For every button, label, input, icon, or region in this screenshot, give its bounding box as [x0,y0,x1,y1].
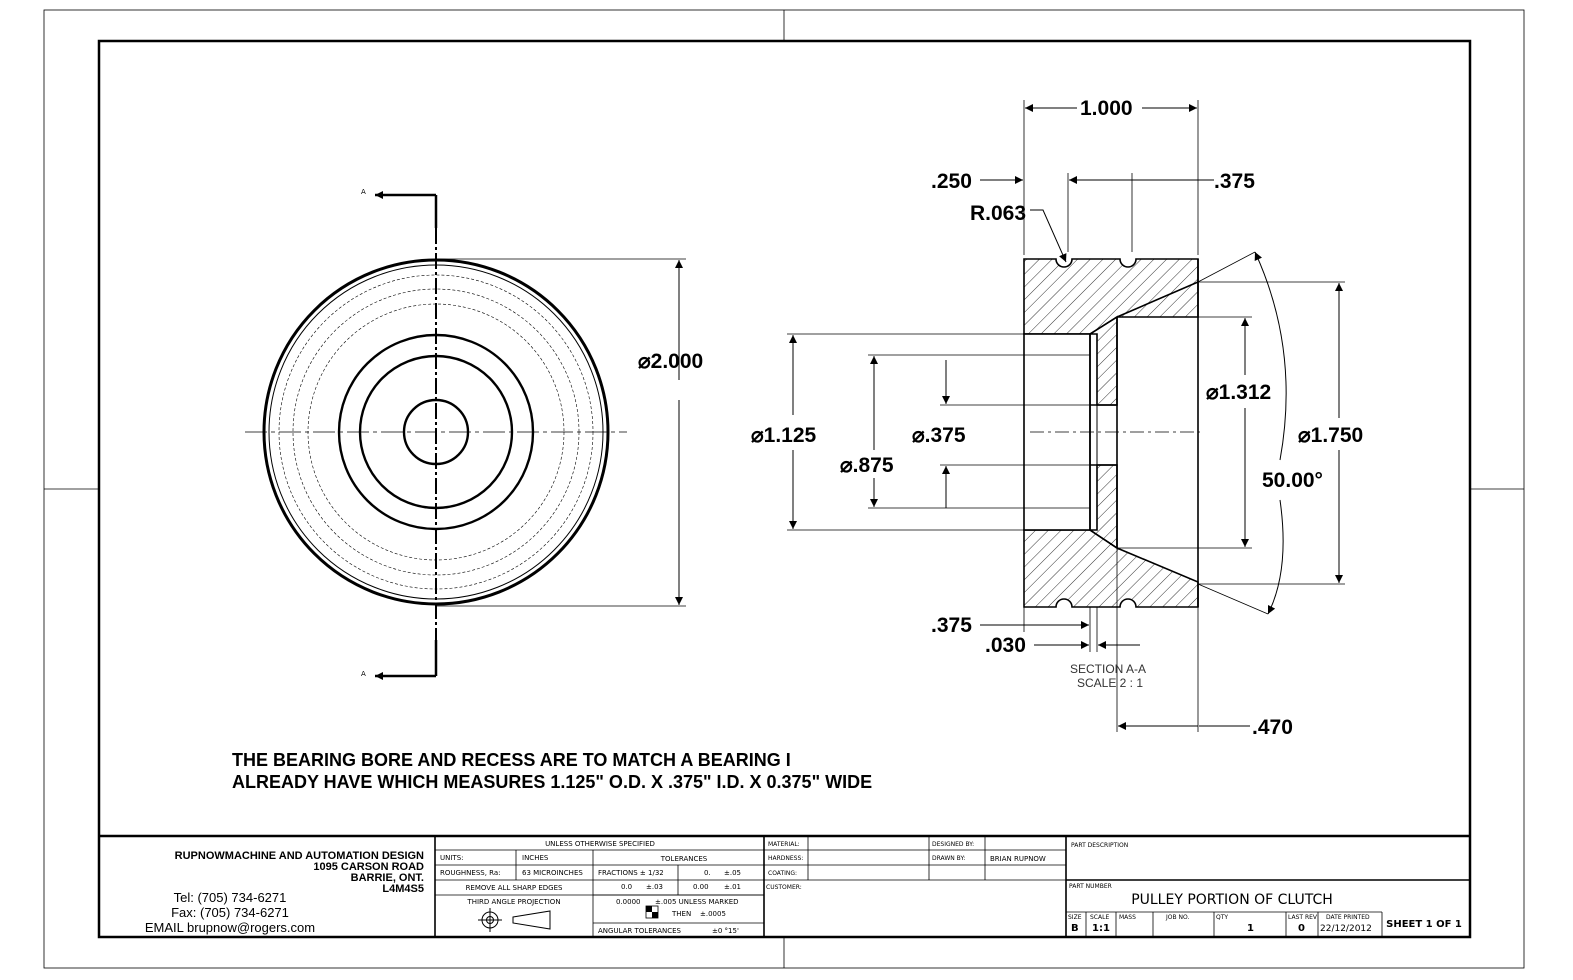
qty-value: 1 [1247,923,1254,934]
dim-diameter-1750: ⌀1.750 [1298,424,1363,447]
dim-375-bottom: .375 [931,614,972,637]
sheet-label: SHEET 1 OF 1 [1386,919,1462,930]
tol-then-val: ±.0005 [700,910,726,918]
dim-250: .250 [931,170,972,193]
company-fax: Fax: (705) 734-6271 [171,905,289,920]
size-value: B [1071,923,1079,934]
title-block [99,834,1470,937]
tol-00-val: ±.03 [646,883,663,891]
part-number-value: PULLEY PORTION OF CLUTCH [1131,892,1333,908]
company-name: RUPNOWMACHINE AND AUTOMATION DESIGN [175,850,424,862]
spec-heading: UNLESS OTHERWISE SPECIFIED [545,840,655,848]
dim-470: .470 [1252,716,1293,739]
date-value: 22/12/2012 [1320,924,1372,934]
part-block: PART DESCRIPTION PART NUMBER PULLEY PORT… [1068,842,1462,934]
drawn-label: DRAWN BY: [932,855,965,862]
tolerances-heading: TOLERANCES [660,855,708,863]
dim-diameter-875: ⌀.875 [840,454,894,477]
tol-000-val: ±.01 [724,883,741,891]
tol-then: THEN [671,910,691,918]
drawn-value: BRIAN RUPNOW [990,855,1046,863]
part-number-label: PART NUMBER [1069,883,1112,890]
third-angle-projection-icon [478,908,551,932]
scale-value: 1:1 [1092,923,1110,934]
company-postal: L4M4S5 [382,883,424,895]
spec-block: UNLESS OTHERWISE SPECIFIED UNITS: INCHES… [440,840,741,935]
material-block: MATERIAL: HARDNESS: COATING: CUSTOMER: D… [766,841,1046,891]
section-label: SECTION A-A [1070,662,1146,676]
dim-diameter-1312: ⌀1.312 [1206,381,1271,404]
company-city: BARRIE, ONT. [351,872,424,884]
roughness-value: 63 MICROINCHES [522,869,583,877]
angular-val: ±0 °15' [712,927,739,935]
dim-angle-50: 50.00° [1262,469,1323,492]
company-email[interactable]: EMAIL brupnow@rogers.com [145,920,315,935]
note-line-2: ALREADY HAVE WHICH MEASURES 1.125" O.D. … [232,772,872,792]
edges-note: REMOVE ALL SHARP EDGES [466,884,563,892]
date-label: DATE PRINTED [1326,914,1370,921]
qty-label: QTY [1216,914,1228,921]
units-label: UNITS: [440,854,464,862]
sheet-border [43,9,1525,969]
tol-000: 0.00 [693,883,709,891]
projection-label: THIRD ANGLE PROJECTION [466,898,560,906]
note-line-1: THE BEARING BORE AND RECESS ARE TO MATCH… [232,750,791,770]
job-label: JOB NO. [1165,914,1189,921]
tol-0000-val: ±.005 UNLESS MARKED [655,898,739,906]
roughness-label: ROUGHNESS, Ra: [440,869,501,877]
dim-diameter-1125: ⌀1.125 [751,424,817,447]
angular-label: ANGULAR TOLERANCES [598,927,682,935]
tol-00: 0.0 [621,883,632,891]
section-view: 1.000 .250 .375 R.063 ⌀1.125 ⌀.875 ⌀.375 [751,97,1363,739]
rev-value: 0 [1298,923,1305,934]
dim-1000: 1.000 [1080,97,1133,120]
size-label: SIZE [1068,914,1082,921]
section-mark-bottom: A [361,670,366,678]
coating-label: COATING: [768,870,797,877]
rev-label: LAST REV [1288,914,1318,921]
units-value: INCHES [522,854,549,862]
tol-0-val: ±.05 [724,869,741,877]
hardness-label: HARDNESS: [768,855,803,862]
tol-fractions: FRACTIONS ± 1/32 [598,869,664,877]
material-label: MATERIAL: [768,841,800,848]
mass-label: MASS [1119,914,1136,921]
dim-375-top: .375 [1214,170,1255,193]
tol-0000: 0.0000 [616,898,641,906]
part-description-label: PART DESCRIPTION [1071,842,1128,849]
company-tel: Tel: (705) 734-6271 [174,890,287,905]
customer-label: CUSTOMER: [766,884,802,891]
dim-diameter-2000: ⌀2.000 [638,350,703,373]
designed-label: DESIGNED BY: [932,841,974,848]
dim-r063: R.063 [970,202,1026,225]
scale-label-block: SCALE [1090,914,1109,921]
company-street: 1095 CARSON ROAD [313,861,424,873]
checker-icon [645,905,659,919]
dim-030: .030 [985,634,1026,657]
dim-diameter-375-bore: ⌀.375 [912,424,966,447]
section-mark-top: A [361,188,366,196]
tol-0: 0. [704,869,711,877]
company-block: RUPNOWMACHINE AND AUTOMATION DESIGN 1095… [145,850,424,935]
scale-label: SCALE 2 : 1 [1077,676,1143,690]
front-view: A A ⌀2.000 [245,188,703,680]
